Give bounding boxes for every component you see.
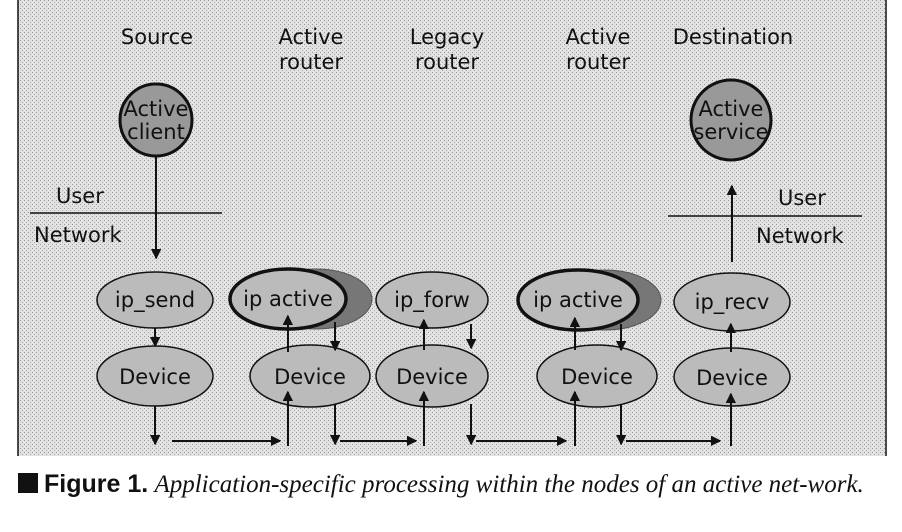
device-node-active-router-2: Device xyxy=(536,344,658,408)
svg-text:Device: Device xyxy=(119,365,191,389)
active-service-node: Active service xyxy=(689,78,773,162)
ip-active-node-2: ip active xyxy=(516,268,662,332)
svg-text:client: client xyxy=(127,120,185,144)
svg-text:ip active: ip active xyxy=(243,287,333,311)
header-active-router-2-line1: Active xyxy=(566,25,631,49)
caption-square-icon xyxy=(18,473,38,493)
user-label-source: User xyxy=(56,184,104,208)
header-legacy-router-line1: Legacy xyxy=(410,25,484,49)
svg-text:service: service xyxy=(693,120,768,144)
figure-caption: Figure 1. Application-specific processin… xyxy=(18,470,878,499)
active-client-node: Active client xyxy=(118,82,194,158)
svg-text:Device: Device xyxy=(274,365,346,389)
figure-diagram: Source Active router Legacy router Activ… xyxy=(17,0,887,456)
device-node-destination: Device xyxy=(673,347,791,407)
header-active-router-1-line1: Active xyxy=(279,25,344,49)
ip-active-node-1: ip active xyxy=(228,267,373,331)
svg-text:ip_forw: ip_forw xyxy=(394,288,470,313)
caption-label: Figure 1. xyxy=(44,470,149,498)
svg-text:ip_send: ip_send xyxy=(115,288,195,313)
device-node-legacy-router: Device xyxy=(375,344,489,408)
device-node-active-router-1: Device xyxy=(249,344,371,408)
ip-send-node: ip_send xyxy=(96,271,214,329)
flow-arrows xyxy=(155,157,732,446)
header-destination: Destination xyxy=(673,25,794,49)
svg-text:ip active: ip active xyxy=(533,288,623,312)
user-label-destination: User xyxy=(778,186,826,210)
svg-text:Device: Device xyxy=(396,365,468,389)
svg-text:Active: Active xyxy=(699,97,764,121)
svg-text:Active: Active xyxy=(124,97,189,121)
network-label-destination: Network xyxy=(756,224,845,248)
ip-forw-node: ip_forw xyxy=(375,271,489,329)
svg-text:ip_recv: ip_recv xyxy=(695,290,770,315)
ip-recv-node: ip_recv xyxy=(673,272,791,332)
caption-text: Application-specific processing within t… xyxy=(154,471,864,498)
header-source: Source xyxy=(121,25,193,49)
device-node-source: Device xyxy=(96,345,214,407)
header-active-router-2-line2: router xyxy=(566,50,630,74)
header-legacy-router-line2: router xyxy=(415,50,479,74)
svg-text:Device: Device xyxy=(561,365,633,389)
header-active-router-1-line2: router xyxy=(279,50,343,74)
network-label-source: Network xyxy=(34,223,123,247)
svg-text:Device: Device xyxy=(696,366,768,390)
